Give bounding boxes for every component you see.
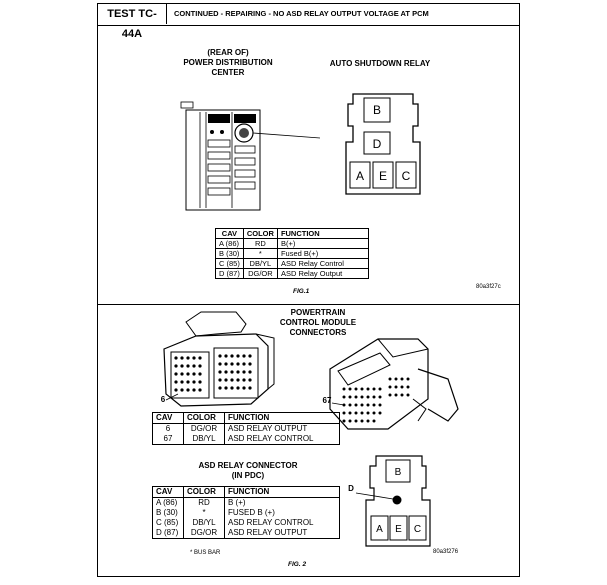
- table-row: D (87) DG/OR ASD Relay Output: [215, 268, 369, 279]
- table-header: CAV: [152, 412, 184, 424]
- fig2-caption: FIG. 2: [288, 561, 307, 568]
- pdc-label-line: POWER DISTRIBUTION: [183, 58, 273, 67]
- asd-label-line: ASD RELAY CONNECTOR: [198, 461, 298, 470]
- fig1-table: CAV COLOR FUNCTION A (86) RD B(+) B (30)…: [215, 228, 369, 279]
- relay-cav-b: B: [373, 103, 381, 117]
- table-header-row: CAV COLOR FUNCTION: [152, 486, 340, 498]
- asd-label-line: (IN PDC): [231, 471, 265, 480]
- table-cell: DG/OR: [183, 528, 225, 539]
- asd-cav-c: C: [414, 524, 421, 535]
- fig1-code: 80a3f27c: [476, 284, 501, 290]
- table-cell: DG/OR: [183, 423, 225, 434]
- table-row: B (30) * FUSED B (+): [152, 508, 340, 518]
- header-bar: TEST TC-44A CONTINUED - REPAIRING - NO A…: [98, 4, 519, 40]
- pdc-label-line: CENTER: [211, 68, 245, 77]
- asd-cav-b: B: [395, 467, 402, 478]
- table-cell: ASD RELAY CONTROL: [224, 434, 340, 445]
- relay-cav-a: A: [356, 169, 364, 183]
- table-cell: FUSED B (+): [224, 508, 340, 518]
- table-header: COLOR: [183, 412, 225, 424]
- table-row: A (86) RD B(+): [215, 238, 369, 249]
- table-cell: DG/OR: [242, 268, 278, 279]
- bus-bar-footnote: * BUS BAR: [190, 550, 221, 556]
- pcm-label-line: CONTROL MODULE: [279, 318, 357, 327]
- table-header-row: CAV COLOR FUNCTION: [215, 228, 369, 239]
- fig2-code: 80a3f276: [433, 549, 459, 555]
- pin-callout-6: 6: [160, 395, 166, 404]
- table-cell: A (86): [215, 238, 244, 249]
- table-header-row: CAV COLOR FUNCTION: [152, 412, 340, 424]
- table-cell: A (86): [152, 497, 184, 508]
- table-cell: Fused B(+): [276, 248, 369, 259]
- table-row: C (85) DB/YL ASD RELAY CONTROL: [152, 518, 340, 528]
- relay-diagram: B D A E C: [345, 93, 421, 195]
- pdc-label: (REAR OF) POWER DISTRIBUTION CENTER: [153, 48, 303, 78]
- table-cell: 67: [152, 434, 184, 445]
- asd-cav-a: A: [376, 524, 383, 535]
- table-cell: D (87): [215, 268, 244, 279]
- table-cell: *: [183, 508, 225, 518]
- table-cell: 6: [152, 423, 184, 434]
- table-header: FUNCTION: [224, 412, 340, 424]
- table-header: CAV: [215, 228, 244, 239]
- asd-connector-label: ASD RELAY CONNECTOR (IN PDC): [183, 461, 313, 481]
- asd-cav-e: E: [395, 524, 402, 535]
- table-cell: ASD Relay Output: [276, 268, 369, 279]
- table-header: CAV: [152, 486, 184, 498]
- table-row: 67 DB/YL ASD RELAY CONTROL: [152, 434, 340, 445]
- relay-cav-e: E: [379, 169, 387, 183]
- asd-callout-d: D: [348, 484, 354, 493]
- table-cell: D (87): [152, 528, 184, 539]
- table-row: A (86) RD B (+): [152, 497, 340, 508]
- table-row: C (85) DB/YL ASD Relay Control: [215, 258, 369, 269]
- table-cell: RD: [242, 238, 278, 249]
- table-cell: DB/YL: [183, 434, 225, 445]
- table-cell: ASD Relay Control: [276, 258, 369, 269]
- test-id: TEST TC-44A: [98, 4, 167, 40]
- table-cell: *: [242, 248, 278, 259]
- table-header: FUNCTION: [224, 486, 340, 498]
- table-cell: B (30): [215, 248, 244, 259]
- header-title: CONTINUED - REPAIRING - NO ASD RELAY OUT…: [174, 9, 429, 18]
- table-cell: B(+): [276, 238, 369, 249]
- table-cell: ASD RELAY OUTPUT: [224, 423, 340, 434]
- table-cell: DB/YL: [242, 258, 278, 269]
- relay-cav-d: D: [373, 137, 382, 151]
- asd-table: CAV COLOR FUNCTION A (86) RD B (+) B (30…: [152, 486, 340, 539]
- table-row: 6 DG/OR ASD RELAY OUTPUT: [152, 423, 340, 434]
- table-row: B (30) * Fused B(+): [215, 248, 369, 259]
- relay-label: AUTO SHUTDOWN RELAY: [329, 59, 431, 68]
- table-cell: DB/YL: [183, 518, 225, 528]
- pcm-connector-right: [329, 338, 459, 430]
- table-cell: B (+): [224, 497, 340, 508]
- table-cell: RD: [183, 497, 225, 508]
- table-cell: ASD RELAY CONTROL: [224, 518, 340, 528]
- table-cell: B (30): [152, 508, 184, 518]
- pdc-label-line: (REAR OF): [207, 48, 249, 57]
- pdc-diagram: [180, 101, 321, 211]
- pcm-connector-left: [163, 311, 275, 407]
- pin-callout-67: 67: [322, 396, 332, 405]
- asd-connector-diagram: B A E C: [355, 455, 431, 547]
- table-header: COLOR: [242, 228, 278, 239]
- pcm-table: CAV COLOR FUNCTION 6 DG/OR ASD RELAY OUT…: [152, 412, 340, 445]
- table-row: D (87) DG/OR ASD RELAY OUTPUT: [152, 528, 340, 539]
- fig1-caption: FIG.1: [293, 288, 310, 295]
- relay-cav-c: C: [402, 169, 411, 183]
- table-cell: ASD RELAY OUTPUT: [224, 528, 340, 539]
- table-cell: C (85): [215, 258, 244, 269]
- table-header: COLOR: [183, 486, 225, 498]
- page-frame: TEST TC-44A CONTINUED - REPAIRING - NO A…: [97, 3, 520, 577]
- table-cell: C (85): [152, 518, 184, 528]
- section-divider: [98, 304, 519, 305]
- pcm-label-line: POWERTRAIN: [290, 308, 346, 317]
- pcm-label: POWERTRAIN CONTROL MODULE CONNECTORS: [248, 308, 388, 338]
- pcm-label-line: CONNECTORS: [289, 328, 347, 337]
- table-header: FUNCTION: [276, 228, 369, 239]
